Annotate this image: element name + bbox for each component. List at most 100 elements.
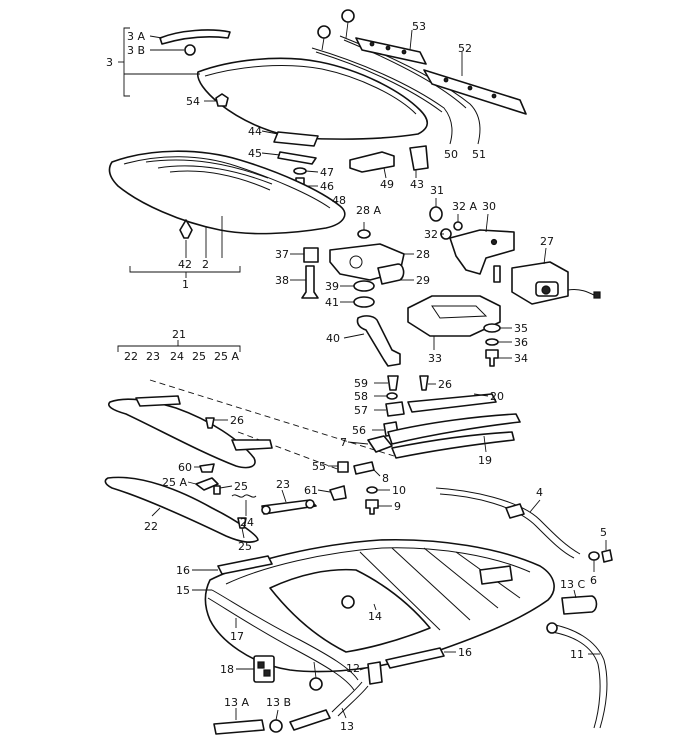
label-17: 17 bbox=[230, 630, 244, 643]
label-54: 54 bbox=[186, 95, 200, 108]
part-22-deflector-upper bbox=[108, 398, 256, 469]
lead-19 bbox=[483, 435, 487, 453]
part-4-cable-a bbox=[435, 487, 581, 555]
part-49-bracket bbox=[349, 151, 395, 173]
label-13B: 13 B bbox=[266, 696, 291, 709]
part-25-screw-b bbox=[237, 517, 247, 529]
label-28A: 28 A bbox=[356, 204, 381, 217]
label-12: 12 bbox=[346, 662, 360, 675]
lead-8 bbox=[373, 469, 381, 477]
label-2: 2 bbox=[202, 258, 209, 271]
part-47-washer bbox=[293, 167, 307, 175]
part-50-seal-inner bbox=[315, 51, 443, 113]
part-13-hose-b bbox=[331, 681, 363, 713]
label-13C: 13 C bbox=[560, 578, 585, 591]
label-25-top: 25 bbox=[192, 350, 206, 363]
label-55: 55 bbox=[312, 460, 326, 473]
lead-30 bbox=[485, 213, 489, 233]
part-53-rail bbox=[355, 37, 427, 65]
frame-14-rib1 bbox=[225, 547, 531, 585]
frame-14-opening bbox=[269, 568, 431, 653]
part-34-bolt bbox=[485, 349, 499, 367]
rail-53-hole2 bbox=[385, 45, 391, 51]
part-28A-nut bbox=[357, 229, 371, 239]
part-26-screw-a bbox=[205, 417, 215, 429]
label-30: 30 bbox=[482, 200, 496, 213]
link-23-pivot2 bbox=[305, 499, 315, 509]
part-2-frame bbox=[108, 150, 346, 235]
rail-53-hole1 bbox=[369, 41, 375, 47]
part-42-clip bbox=[179, 219, 193, 239]
label-32A: 32 A bbox=[452, 200, 477, 213]
hose-11-end bbox=[546, 622, 558, 634]
label-8: 8 bbox=[382, 472, 389, 485]
lead-14 bbox=[373, 603, 377, 611]
bracket-30-stud bbox=[493, 265, 501, 283]
label-50: 50 bbox=[444, 148, 458, 161]
bracket-30-hole bbox=[490, 238, 498, 246]
part-55-nut bbox=[337, 461, 349, 473]
label-36: 36 bbox=[514, 336, 528, 349]
part-40-crank bbox=[356, 315, 401, 367]
part-18-switch bbox=[253, 655, 275, 683]
part-25A-clip bbox=[195, 477, 219, 491]
lead-13C bbox=[573, 589, 577, 599]
label-45: 45 bbox=[248, 147, 262, 160]
part-5-nut bbox=[601, 549, 613, 563]
part-11-hose-b bbox=[551, 631, 601, 729]
bracket-1 bbox=[129, 266, 241, 273]
lead-12 bbox=[359, 667, 367, 671]
part-15-edge bbox=[211, 589, 359, 681]
label-39: 39 bbox=[325, 280, 339, 293]
ref-circle-b bbox=[341, 9, 355, 23]
label-10: 10 bbox=[392, 484, 406, 497]
part-19-guide-upper bbox=[387, 413, 521, 445]
label-11: 11 bbox=[570, 648, 584, 661]
lead-49 bbox=[383, 167, 387, 179]
lead-3A bbox=[149, 35, 163, 39]
link-23-pivot1 bbox=[261, 505, 271, 515]
part-45-strip bbox=[277, 151, 317, 165]
label-46: 46 bbox=[320, 180, 334, 193]
housing-28-gear bbox=[349, 255, 363, 269]
label-42: 42 bbox=[178, 258, 192, 271]
label-33: 33 bbox=[428, 352, 442, 365]
label-21: 21 bbox=[172, 328, 186, 341]
label-25-low: 25 bbox=[238, 540, 252, 553]
part-13-hose-c bbox=[337, 685, 369, 717]
label-53: 53 bbox=[412, 20, 426, 33]
label-27: 27 bbox=[540, 235, 554, 248]
part-6-washer bbox=[588, 551, 600, 561]
label-19: 19 bbox=[478, 454, 492, 467]
label-25A-mid: 25 A bbox=[162, 476, 187, 489]
rail-52-hole2 bbox=[467, 85, 473, 91]
label-31: 31 bbox=[430, 184, 444, 197]
bracket-21 bbox=[117, 345, 241, 352]
part-29-sleeve bbox=[377, 263, 405, 285]
label-38: 38 bbox=[275, 274, 289, 287]
part-9-bolt bbox=[365, 499, 379, 515]
lead-20 bbox=[473, 393, 489, 397]
part-44-plate bbox=[273, 131, 319, 147]
frame-14-bracket bbox=[479, 565, 513, 585]
frame-glass-line3 bbox=[169, 170, 271, 191]
label-20: 20 bbox=[490, 390, 504, 403]
part-3B-nut bbox=[184, 44, 196, 56]
label-25A-top: 25 A bbox=[214, 350, 239, 363]
label-24-top: 24 bbox=[170, 350, 184, 363]
part-58-washer bbox=[386, 392, 398, 400]
lead-40 bbox=[343, 333, 365, 339]
label-22-top: 22 bbox=[124, 350, 138, 363]
plate-33-recess bbox=[431, 305, 488, 319]
label-4: 4 bbox=[536, 486, 543, 499]
label-32: 32 bbox=[424, 228, 438, 241]
label-49: 49 bbox=[380, 178, 394, 191]
lead-circle-d bbox=[313, 661, 317, 679]
label-44: 44 bbox=[248, 125, 262, 138]
lead-4 bbox=[529, 499, 541, 513]
part-11-hose-a bbox=[549, 623, 608, 729]
frame-inner-edge bbox=[123, 156, 331, 209]
label-48: 48 bbox=[332, 194, 346, 207]
part-38-bolt bbox=[301, 265, 319, 299]
